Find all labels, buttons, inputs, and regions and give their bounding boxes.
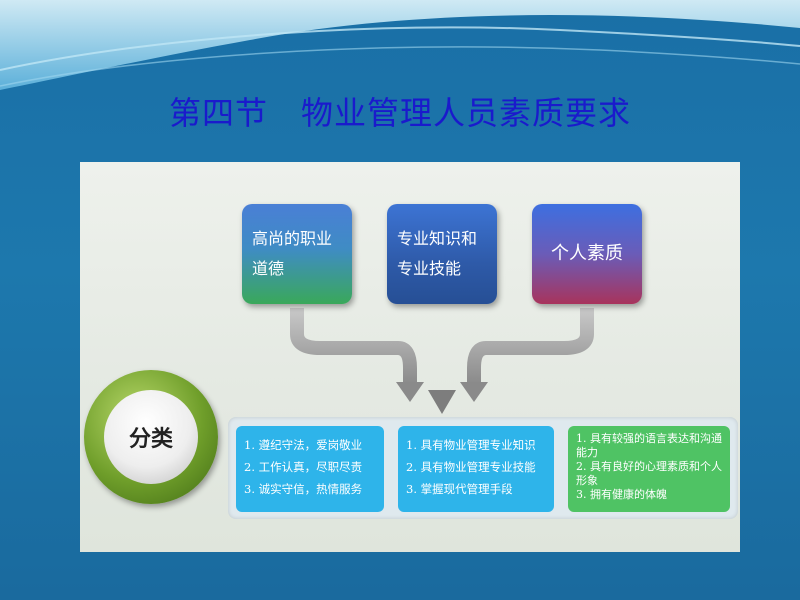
card-line: 专业知识和: [397, 229, 478, 248]
list-item: 1. 具有物业管理专业知识: [406, 438, 536, 452]
card-line: 道德: [252, 259, 285, 278]
diagram-panel: 高尚的职业道德 专业知识和专业技能 个人素质 分类 1. 遵纪守法，爱岗敬业 2…: [80, 162, 740, 552]
list-item: 2. 具有物业管理专业技能: [406, 460, 536, 474]
list-item: 2. 具有良好的心理素质和个人形象: [576, 460, 722, 487]
card-professional-knowledge: 专业知识和专业技能: [387, 204, 497, 304]
header-swoosh-decoration: [0, 0, 800, 90]
category-circle-center: 分类: [104, 390, 198, 484]
list-item: 1. 遵纪守法，爱岗敬业: [244, 438, 363, 452]
card-line: 专业技能: [397, 259, 462, 278]
card-personal-quality: 个人素质: [532, 204, 642, 304]
page-title: 第四节 物业管理人员素质要求: [168, 94, 631, 132]
list-item: 3. 诚实守信，热情服务: [244, 482, 363, 496]
list-item: 3. 拥有健康的体魄: [576, 488, 667, 501]
list-ethics: 1. 遵纪守法，爱岗敬业 2. 工作认真，尽职尽责 3. 诚实守信，热情服务: [236, 426, 384, 512]
flow-arrows: [290, 308, 594, 414]
category-circle: 分类: [84, 370, 218, 504]
list-item: 1. 具有较强的语言表达和沟通能力: [576, 432, 722, 459]
card-line: 个人素质: [551, 243, 623, 264]
card-line: 高尚的职业: [252, 229, 333, 248]
category-label: 分类: [128, 427, 173, 452]
card-professional-ethics: 高尚的职业道德: [242, 204, 352, 304]
list-item: 3. 掌握现代管理手段: [406, 482, 513, 496]
list-personal-quality: 1. 具有较强的语言表达和沟通能力 2. 具有良好的心理素质和个人形象 3. 拥…: [568, 426, 730, 512]
list-item: 2. 工作认真，尽职尽责: [244, 460, 363, 474]
list-knowledge: 1. 具有物业管理专业知识 2. 具有物业管理专业技能 3. 掌握现代管理手段: [398, 426, 554, 512]
